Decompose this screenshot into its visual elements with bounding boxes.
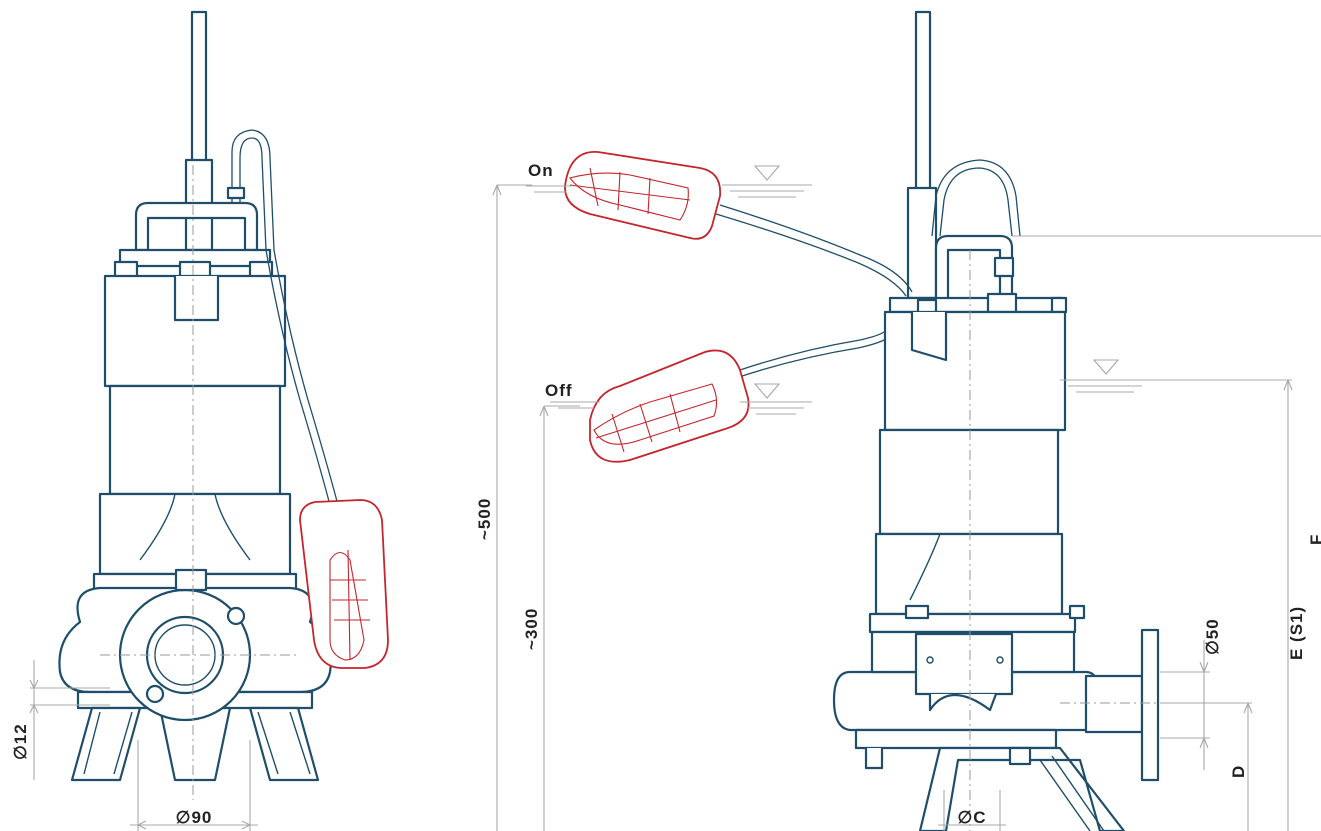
- label-float-off: Off: [545, 381, 573, 400]
- dim-outlet-height: D: [1229, 765, 1248, 778]
- front-float-switch: [299, 499, 389, 669]
- water-levels: [526, 165, 1150, 415]
- dim-hole-diameter: ∅12: [11, 723, 30, 760]
- side-outlet-flange: [1140, 628, 1160, 782]
- side-inspection-cover: [914, 632, 1014, 696]
- side-stator-casing: [878, 428, 1060, 536]
- front-view-dimensions: ∅90 ∅12: [11, 660, 258, 831]
- side-handle-rod: [914, 10, 932, 194]
- side-view-pump: [832, 10, 1200, 831]
- dim-outlet-diameter: ∅50: [1203, 618, 1222, 655]
- float-switch-off: [589, 349, 750, 463]
- label-float-on: On: [528, 161, 554, 180]
- side-view-dimensions: On Off ~500 ~300 E (S1) F ∅50 D ∅C: [475, 161, 1321, 831]
- dim-off-level: ~300: [522, 608, 541, 650]
- float-switch-on: [564, 151, 722, 240]
- dim-on-level: ~500: [475, 498, 494, 540]
- front-handle-rod: [190, 10, 208, 174]
- flange-bolt-hole: [226, 606, 246, 626]
- flange-bolt-hole: [145, 684, 165, 704]
- front-view-float: [226, 129, 389, 669]
- side-view-floats: [564, 151, 1021, 463]
- dim-pipe-diameter: ∅90: [176, 808, 213, 827]
- dim-total-height: F: [1307, 534, 1321, 545]
- front-view-pump: [58, 10, 332, 800]
- dim-inlet-diameter: ∅C: [957, 808, 986, 827]
- dim-water-level: E (S1): [1287, 606, 1306, 660]
- front-stator-casing: [108, 384, 282, 496]
